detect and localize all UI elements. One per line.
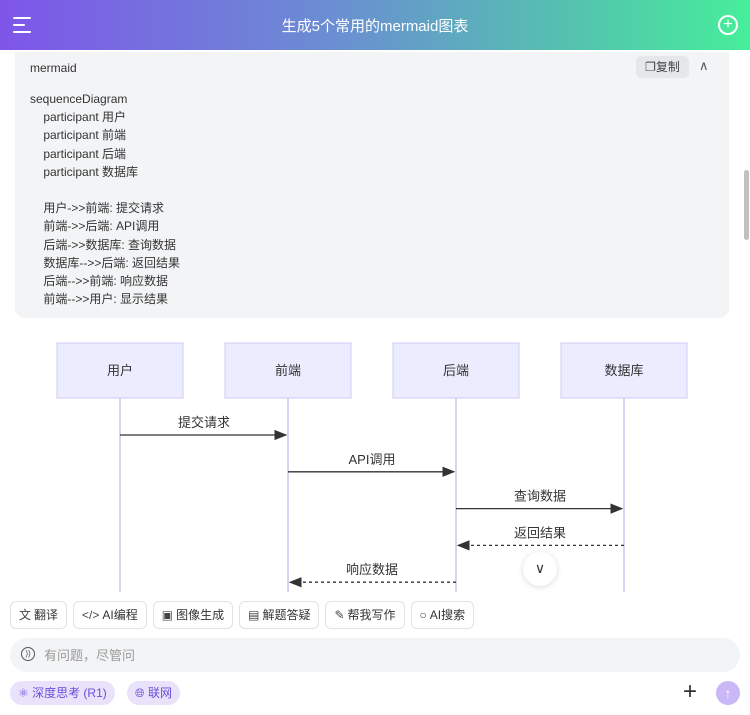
page-title: 生成5个常用的mermaid图表 (281, 18, 469, 35)
message-label: 返回结果 (514, 525, 566, 540)
scroll-down-button[interactable]: ∨ (523, 552, 557, 586)
tool-qa-button[interactable]: ▤解题答疑 (239, 601, 320, 629)
image-icon: ▣ (161, 608, 174, 622)
message-label: API调用 (349, 452, 396, 467)
scrollbar[interactable] (744, 170, 749, 240)
message-label: 响应数据 (346, 562, 398, 577)
send-button[interactable]: ↑ (716, 681, 740, 705)
arrow-up-icon: ↑ (724, 685, 732, 701)
participant-label: 用户 (107, 363, 133, 378)
code-language: mermaid (30, 61, 77, 75)
search-icon: ○ (419, 608, 427, 622)
pen-icon: ✎ (334, 608, 345, 622)
tool-translate-button[interactable]: 文翻译 (10, 601, 68, 629)
toolbar: 文翻译</>AI编程▣图像生成▤解题答疑✎帮我写作○AI搜索 (10, 601, 475, 629)
atom-icon: ⚛ (18, 686, 33, 700)
message-label: 提交请求 (178, 415, 230, 430)
deep-think-toggle[interactable]: ⚛ 深度思考 (R1) (10, 681, 115, 705)
participant-label: 前端 (275, 363, 301, 378)
chat-input[interactable]: )) (10, 638, 740, 672)
menu-icon[interactable] (13, 17, 33, 33)
tool-code-button[interactable]: </>AI编程 (73, 601, 147, 629)
message-input[interactable] (44, 638, 724, 672)
participant-box (392, 342, 520, 399)
globe-icon: 🌐︎ (135, 686, 148, 700)
new-chat-icon[interactable]: + (718, 15, 738, 35)
message-label: 查询数据 (514, 489, 566, 504)
app-header: 生成5个常用的mermaid图表 + (0, 0, 750, 50)
qa-icon: ▤ (248, 608, 260, 622)
code-icon: </> (82, 608, 100, 622)
participant-label: 数据库 (604, 363, 643, 378)
participant-box (560, 342, 688, 399)
participant-label: 后端 (443, 363, 469, 378)
tool-pen-button[interactable]: ✎帮我写作 (325, 601, 405, 629)
chevron-down-icon: ∨ (534, 560, 546, 576)
voice-icon[interactable]: )) (21, 647, 35, 661)
code-content: sequenceDiagram participant 用户 participa… (30, 92, 181, 307)
tool-image-button[interactable]: ▣图像生成 (152, 601, 234, 629)
copy-button[interactable]: ❐复制 (636, 56, 689, 78)
add-icon[interactable]: + (683, 678, 698, 705)
chevron-up-icon[interactable]: ∧ (699, 58, 709, 73)
participant-box (224, 342, 352, 399)
participant-box (56, 342, 184, 399)
code-block: mermaid ❐复制 ∧ sequenceDiagram participan… (15, 52, 729, 318)
web-search-toggle[interactable]: 🌐︎ 联网 (127, 681, 180, 705)
translate-icon: 文 (19, 608, 32, 622)
copy-icon: ❐ (645, 60, 656, 74)
tool-search-button[interactable]: ○AI搜索 (410, 601, 475, 629)
